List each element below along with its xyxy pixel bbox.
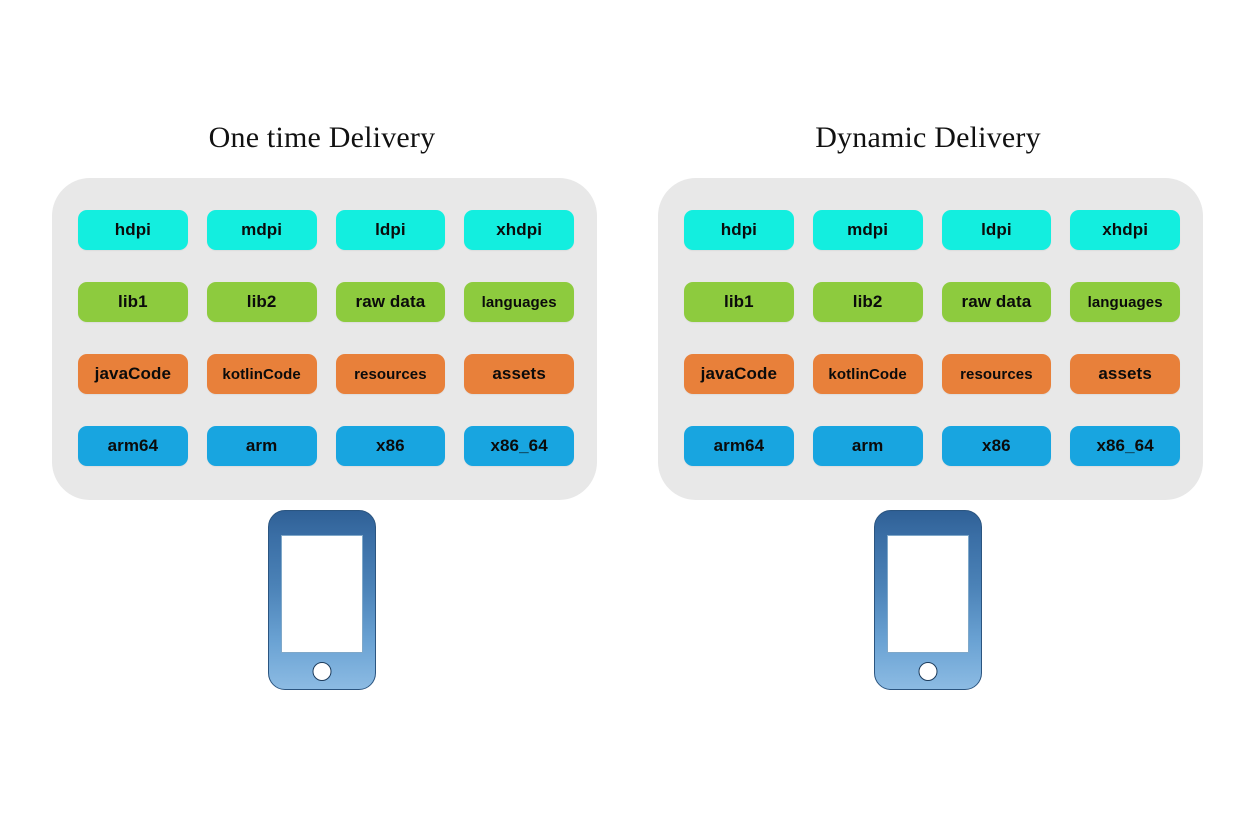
phone-screen (887, 535, 969, 653)
chip-languages: languages (464, 282, 574, 322)
chip-resources: resources (941, 354, 1052, 394)
chip-kotlincode: kotlinCode (812, 354, 923, 394)
chip-mdpi: mdpi (812, 210, 923, 250)
chip-javacode: javaCode (78, 354, 188, 394)
chip-arm: arm (812, 426, 923, 466)
phone-home-button-icon (918, 662, 938, 681)
chip-x86-64: x86_64 (464, 426, 574, 466)
app-bundle-panel-one-time: hdpi mdpi ldpi xhdpi lib1 lib2 raw data languag… (52, 178, 597, 500)
app-bundle-panel-dynamic: hdpi mdpi ldpi xhdpi lib1 lib2 raw data languag… (658, 178, 1203, 500)
chip-languages: languages (1070, 282, 1180, 322)
chip-arm: arm (206, 426, 317, 466)
device-area-dynamic (648, 510, 1208, 710)
chip-javacode: javaCode (684, 354, 794, 394)
chip-lib1: lib1 (684, 282, 794, 322)
chip-ldpi: ldpi (941, 210, 1052, 250)
smartphone-icon (268, 510, 376, 690)
chip-grid-dynamic: hdpi mdpi ldpi xhdpi lib1 lib2 raw data languag… (684, 210, 1180, 468)
chip-hdpi: hdpi (684, 210, 794, 250)
chip-xhdpi: xhdpi (464, 210, 574, 250)
chip-lib2: lib2 (206, 282, 317, 322)
chip-x86: x86 (335, 426, 446, 466)
smartphone-icon (874, 510, 982, 690)
chip-ldpi: ldpi (335, 210, 446, 250)
phone-screen (281, 535, 363, 653)
chip-lib1: lib1 (78, 282, 188, 322)
chip-xhdpi: xhdpi (1070, 210, 1180, 250)
delivery-column-one-time: One time Delivery hdpi mdpi ldpi xhdpi lib1 l… (42, 0, 602, 840)
chip-x86: x86 (941, 426, 1052, 466)
column-title-dynamic: Dynamic Delivery (815, 121, 1041, 154)
chip-resources: resources (335, 354, 446, 394)
chip-raw-data: raw data (941, 282, 1052, 322)
chip-kotlincode: kotlinCode (206, 354, 317, 394)
chip-arm64: arm64 (684, 426, 794, 466)
chip-lib2: lib2 (812, 282, 923, 322)
chip-x86-64: x86_64 (1070, 426, 1180, 466)
delivery-column-dynamic: Dynamic Delivery hdpi mdpi ldpi xhdpi lib1 li… (648, 0, 1208, 840)
chip-assets: assets (1070, 354, 1180, 394)
chip-hdpi: hdpi (78, 210, 188, 250)
chip-arm64: arm64 (78, 426, 188, 466)
chip-mdpi: mdpi (206, 210, 317, 250)
chip-assets: assets (464, 354, 574, 394)
device-area-one-time (42, 510, 602, 710)
column-title-one-time: One time Delivery (208, 121, 436, 154)
chip-raw-data: raw data (335, 282, 446, 322)
chip-grid-one-time: hdpi mdpi ldpi xhdpi lib1 lib2 raw data languag… (78, 210, 574, 468)
phone-home-button-icon (312, 662, 332, 681)
